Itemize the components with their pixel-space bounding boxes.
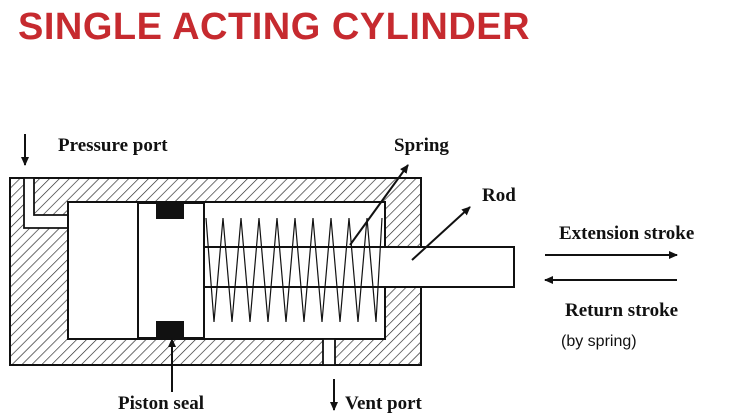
piston-seal-bottom — [156, 321, 184, 338]
piston-seal-label: Piston seal — [118, 393, 204, 414]
piston — [137, 202, 205, 339]
piston-seal-top — [156, 203, 184, 219]
vent-port-label: Vent port — [345, 393, 423, 414]
vent-port-channel — [322, 338, 336, 366]
return-stroke-label: Return stroke — [565, 300, 678, 321]
spring-leader — [349, 164, 409, 246]
pressure-port-label: Pressure port — [58, 135, 168, 156]
return-stroke-note: (by spring) — [561, 333, 637, 350]
diagram-title: SINGLE ACTING CYLINDER — [18, 6, 531, 48]
rod-leader — [411, 206, 471, 261]
piston-rod — [203, 246, 515, 288]
spring-label: Spring — [394, 135, 449, 156]
extension-stroke-label: Extension stroke — [559, 223, 694, 244]
spring-coil — [205, 217, 383, 323]
rod-label: Rod — [482, 185, 516, 206]
